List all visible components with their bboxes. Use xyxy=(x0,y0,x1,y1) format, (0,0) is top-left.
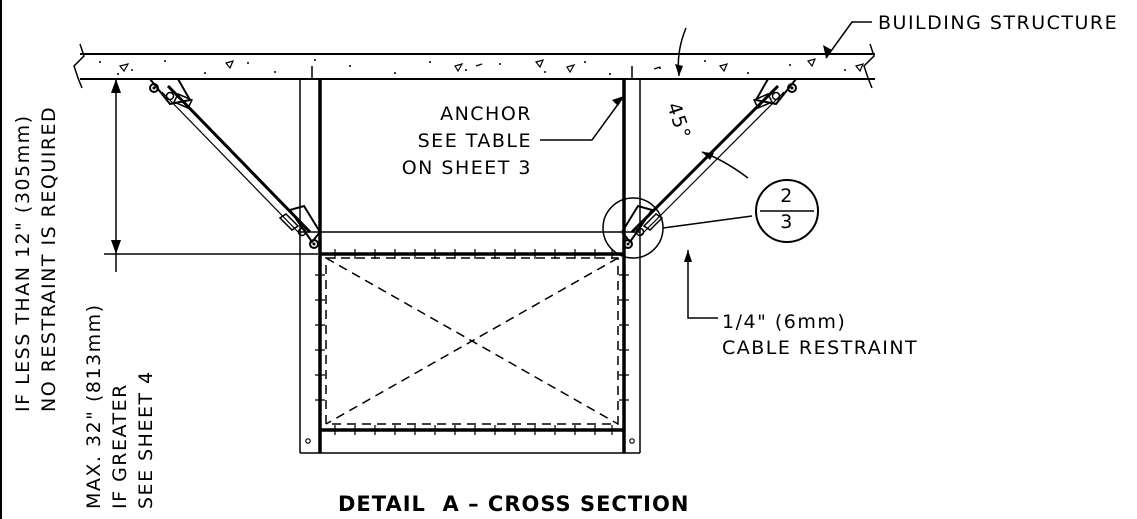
building-structure-label: BUILDING STRUCTURE xyxy=(878,12,1118,34)
trapeze-frame xyxy=(299,66,641,454)
cable-label-2: CABLE RESTRAINT xyxy=(722,337,918,359)
dim-less-than-label: IF LESS THAN 12" (305mm) xyxy=(12,114,34,412)
dim-if-greater-label: IF GREATER xyxy=(109,383,131,509)
dim-no-restraint-label: NO RESTRAINT IS REQUIRED xyxy=(38,106,60,412)
cable-restraint-left xyxy=(147,78,322,249)
cable-label-1: 1/4" (6mm) xyxy=(722,311,846,333)
dim-max-label: MAX. 32" (813mm) xyxy=(83,303,105,509)
rail-ticks xyxy=(315,249,629,435)
detail-sheet-bottom: 3 xyxy=(780,211,794,233)
anchor-label-3: ON SHEET 3 xyxy=(402,157,532,179)
vertical-dimension xyxy=(104,78,318,272)
detail-circle xyxy=(602,197,664,259)
drawing-title: DETAIL A – CROSS SECTION xyxy=(338,492,689,516)
cable-callout: 1/4" (6mm) CABLE RESTRAINT xyxy=(684,250,918,359)
detail-reference-bubble xyxy=(755,179,819,243)
anchor-label-2: SEE TABLE xyxy=(418,130,532,152)
detail-callout: 2 3 xyxy=(602,179,819,259)
detail-sheet-top: 2 xyxy=(780,185,794,207)
cable-restraint-right xyxy=(620,78,799,249)
building-structure-callout: BUILDING STRUCTURE xyxy=(823,12,1118,59)
angle-label: 45° xyxy=(662,100,695,143)
angle-callout: 45° xyxy=(662,27,749,179)
concrete-slab xyxy=(73,43,875,89)
dim-see-sheet-label: SEE SHEET 4 xyxy=(135,370,157,509)
anchor-callout: ANCHOR SEE TABLE ON SHEET 3 xyxy=(402,95,625,179)
equipment-outline xyxy=(325,257,619,425)
anchor-label-1: ANCHOR xyxy=(440,103,532,125)
dimension-notes: IF LESS THAN 12" (305mm) NO RESTRAINT IS… xyxy=(12,106,157,509)
